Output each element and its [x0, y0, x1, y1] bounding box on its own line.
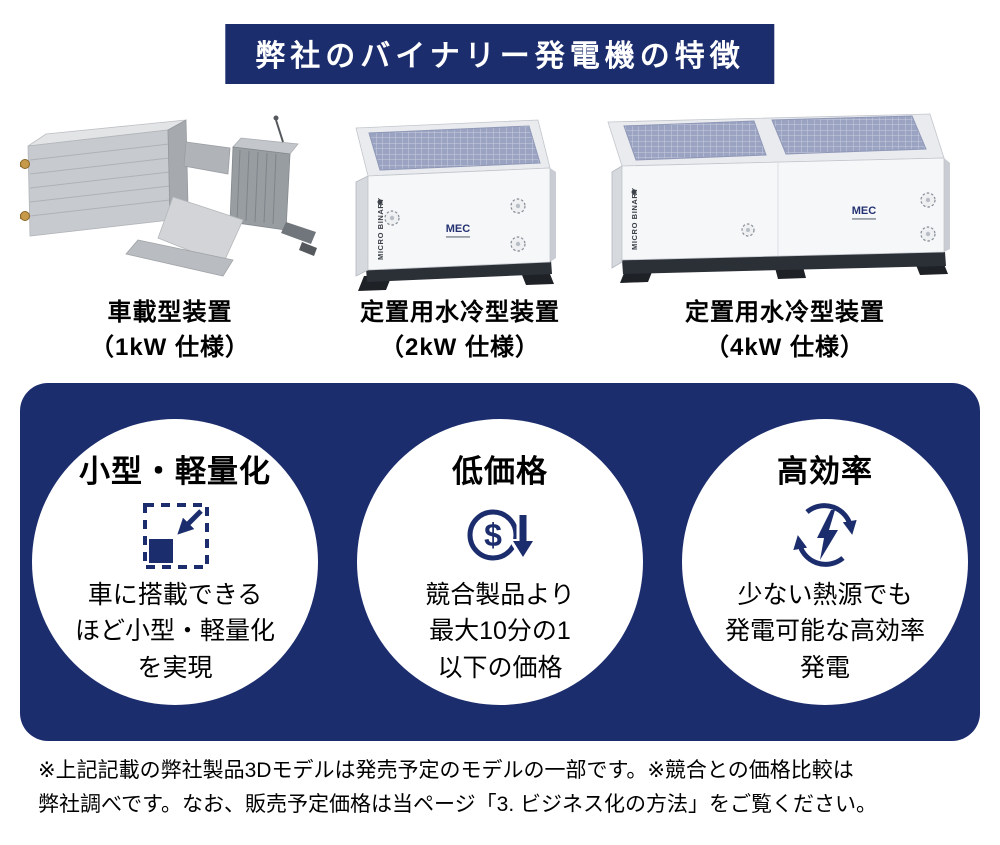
product-caption-1: 車載型装置 （1kW 仕様） [20, 296, 320, 366]
mec-logo: MEC [852, 205, 877, 217]
product-spec: （1kW 仕様） [89, 333, 250, 361]
feature-compact: 小型・軽量化 車に搭載できる ほど小型・軽量化 を実現 [32, 419, 318, 705]
product-caption-3: 定置用水冷型装置 （4kW 仕様） [625, 296, 945, 366]
product-caption-2: 定置用水冷型装置 （2kW 仕様） [325, 296, 595, 366]
product-name: 車載型装置 [107, 299, 233, 326]
product-name: 定置用水冷型装置 [685, 299, 885, 326]
product-image-stationary-2kw: MICRO BINARY MEC [350, 110, 560, 292]
product-spec: （4kW 仕様） [704, 333, 865, 361]
mec-logo: MEC [446, 223, 471, 235]
dollar-glyph: $ [484, 517, 502, 553]
dollar-decrease-icon: $ [460, 495, 540, 575]
feature-description: 車に搭載できる ほど小型・軽量化 を実現 [74, 581, 275, 682]
feature-heading: 低価格 [452, 454, 548, 489]
feature-description: 少ない熱源でも 発電可能な高効率 発電 [724, 581, 925, 682]
brand-label-vertical: MICRO BINARY [376, 197, 385, 260]
footnote: ※上記記載の弊社製品3Dモデルは発売予定のモデルの一部です。※競合との価格比較は… [38, 759, 877, 817]
feature-heading: 高効率 [777, 454, 873, 489]
feature-low-price: 低価格 $ 競合製品より 最大10分の1 以下の価格 [357, 419, 643, 705]
product-image-vehicle-1kw [18, 102, 318, 292]
feature-heading: 小型・軽量化 [79, 454, 271, 489]
lightning-cycle-icon [785, 495, 865, 575]
features-panel: 小型・軽量化 車に搭載できる ほど小型・軽量化 を実現 低価格 [20, 383, 980, 741]
shrink-arrow-icon [135, 495, 215, 575]
product-name: 定置用水冷型装置 [360, 299, 560, 326]
product-image-stationary-4kw: MICRO BINARY MEC [606, 108, 956, 288]
title-banner: 弊社のバイナリー発電機の特徴 [225, 24, 775, 84]
machine-art-1 [20, 115, 317, 277]
machine-art-2: MICRO BINARY MEC [355, 119, 556, 291]
machine-art-3: MICRO BINARY MEC [607, 113, 950, 283]
product-spec: （2kW 仕様） [379, 333, 540, 361]
page-title: 弊社のバイナリー発電機の特徴 [255, 40, 745, 73]
feature-description: 競合製品より 最大10分の1 以下の価格 [425, 581, 575, 682]
brand-label-vertical: MICRO BINARY [630, 187, 639, 250]
feature-high-efficiency: 高効率 少ない熱源でも 発電可能な高効率 発電 [682, 419, 968, 705]
